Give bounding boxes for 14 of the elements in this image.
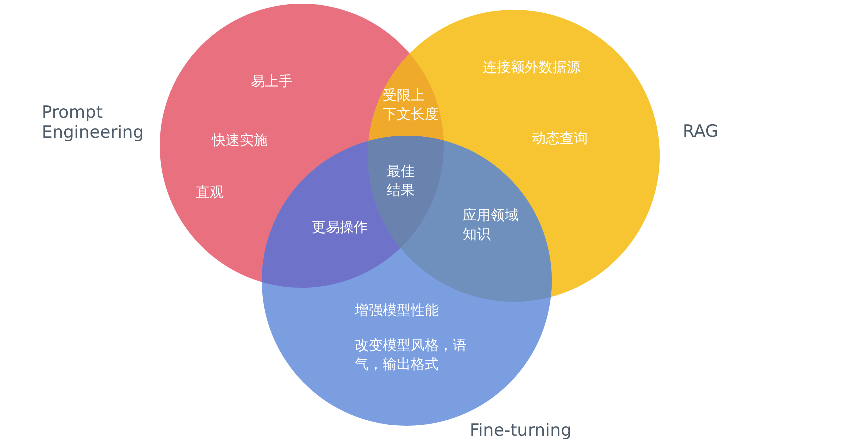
feature-text: 快速实施 xyxy=(212,132,268,151)
feature-text: 连接额外数据源 xyxy=(483,59,581,78)
circle-title: Prompt Engineering xyxy=(42,103,145,143)
overlap-text: 更易操作 xyxy=(312,219,368,238)
feature-text: 易上手 xyxy=(251,73,293,92)
feature-text: 直观 xyxy=(196,184,224,203)
feature-text: 动态查询 xyxy=(532,130,588,149)
overlap-text: 受限上下文长度 xyxy=(383,87,440,125)
feature-text: 改变模型风格，语气，输出格式 xyxy=(355,337,468,375)
overlap-text: 应用领域知识 xyxy=(463,207,520,245)
circle-title: RAG xyxy=(683,122,719,142)
feature-text: 增强模型性能 xyxy=(355,302,439,321)
overlap-text: 最佳结果 xyxy=(386,163,416,201)
circle-title: Fine-turning xyxy=(470,421,572,441)
